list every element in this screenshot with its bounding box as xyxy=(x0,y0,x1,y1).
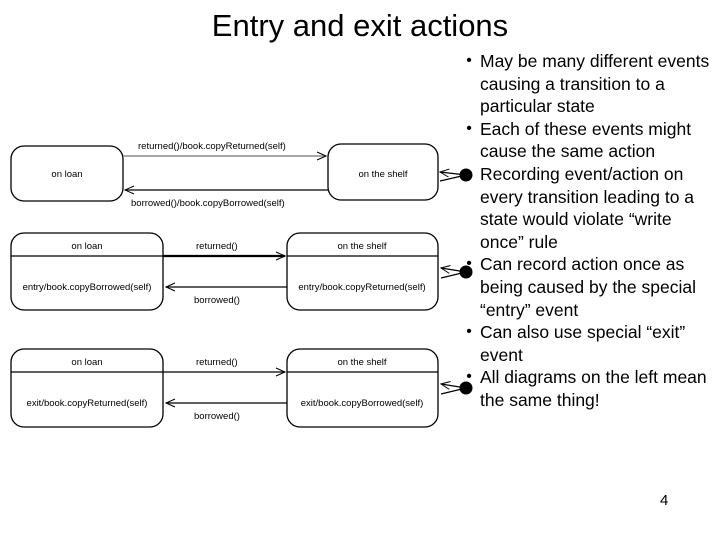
transition-label-forward-1: returned()/book.copyReturned(self) xyxy=(138,141,286,152)
list-item: • Can record action once as being caused… xyxy=(458,253,714,321)
state-box-on-the-shelf-1 xyxy=(327,143,439,201)
initial-state-marker-1 xyxy=(459,168,473,182)
bullet-marker-icon: • xyxy=(466,368,472,386)
state-box-on-loan-2 xyxy=(10,232,164,311)
initial-state-marker-3 xyxy=(459,381,473,395)
list-item: • Can also use special “exit” event xyxy=(458,321,714,366)
state-label-on-the-shelf-2: on the shelf xyxy=(337,241,386,252)
page-number: 4 xyxy=(660,492,669,509)
state-label-on-loan-1: on loan xyxy=(51,169,82,180)
bullet-text: Can record action once as being caused b… xyxy=(480,254,696,320)
initial-state-marker-2 xyxy=(459,265,473,279)
bullet-marker-icon: • xyxy=(466,164,472,182)
diagram-transition-actions: on loan on the shelf returned()/book.cop… xyxy=(10,141,473,209)
bullet-text: May be many different events causing a t… xyxy=(480,51,710,117)
state-label-on-the-shelf-3: on the shelf xyxy=(337,357,386,368)
bullet-text: Recording event/action on every transiti… xyxy=(480,163,695,252)
state-box-on-loan-1 xyxy=(10,145,124,202)
state-box-on-the-shelf-2 xyxy=(286,232,439,311)
list-item: • Recording event/action on every transi… xyxy=(458,163,714,253)
page-title: Entry and exit actions xyxy=(211,8,509,43)
state-box-on-loan-3 xyxy=(10,348,164,428)
bullet-marker-icon: • xyxy=(466,255,472,273)
transition-label-backward-1: borrowed()/book.copyBorrowed(self) xyxy=(131,198,285,209)
bullet-marker-icon: • xyxy=(466,323,472,341)
diagram-exit-actions: on loan exit/book.copyReturned(self) on … xyxy=(10,348,473,428)
state-box-on-the-shelf-3 xyxy=(286,348,439,428)
bullet-marker-icon: • xyxy=(466,52,472,69)
list-item: • Each of these events might cause the s… xyxy=(458,118,714,163)
transition-label-backward-2: borrowed() xyxy=(194,295,240,306)
state-label-on-loan-2: on loan xyxy=(71,241,102,252)
transition-label-forward-2: returned() xyxy=(196,241,238,252)
transition-label-backward-3: borrowed() xyxy=(194,411,240,422)
bullet-text: Can also use special “exit” event xyxy=(480,322,686,365)
state-label-on-loan-3: on loan xyxy=(71,357,102,368)
state-action-on-loan-3: exit/book.copyReturned(self) xyxy=(27,398,148,409)
list-item: • All diagrams on the left mean the same… xyxy=(458,366,714,411)
state-action-on-the-shelf-2: entry/book.copyReturned(self) xyxy=(298,282,425,293)
bullet-list: • May be many different events causing a… xyxy=(458,50,714,412)
state-action-on-loan-2: entry/book.copyBorrowed(self) xyxy=(23,282,152,293)
list-item: • May be many different events causing a… xyxy=(458,50,714,118)
transition-label-forward-3: returned() xyxy=(196,357,238,368)
bullet-text: Each of these events might cause the sam… xyxy=(480,118,692,162)
diagram-entry-actions: on loan entry/book.copyBorrowed(self) on… xyxy=(10,232,473,311)
bullet-text: All diagrams on the left mean the same t… xyxy=(480,367,707,410)
bullet-marker-icon: • xyxy=(466,119,472,137)
state-label-on-the-shelf-1: on the shelf xyxy=(358,169,407,180)
state-action-on-the-shelf-3: exit/book.copyBorrowed(self) xyxy=(301,398,424,409)
